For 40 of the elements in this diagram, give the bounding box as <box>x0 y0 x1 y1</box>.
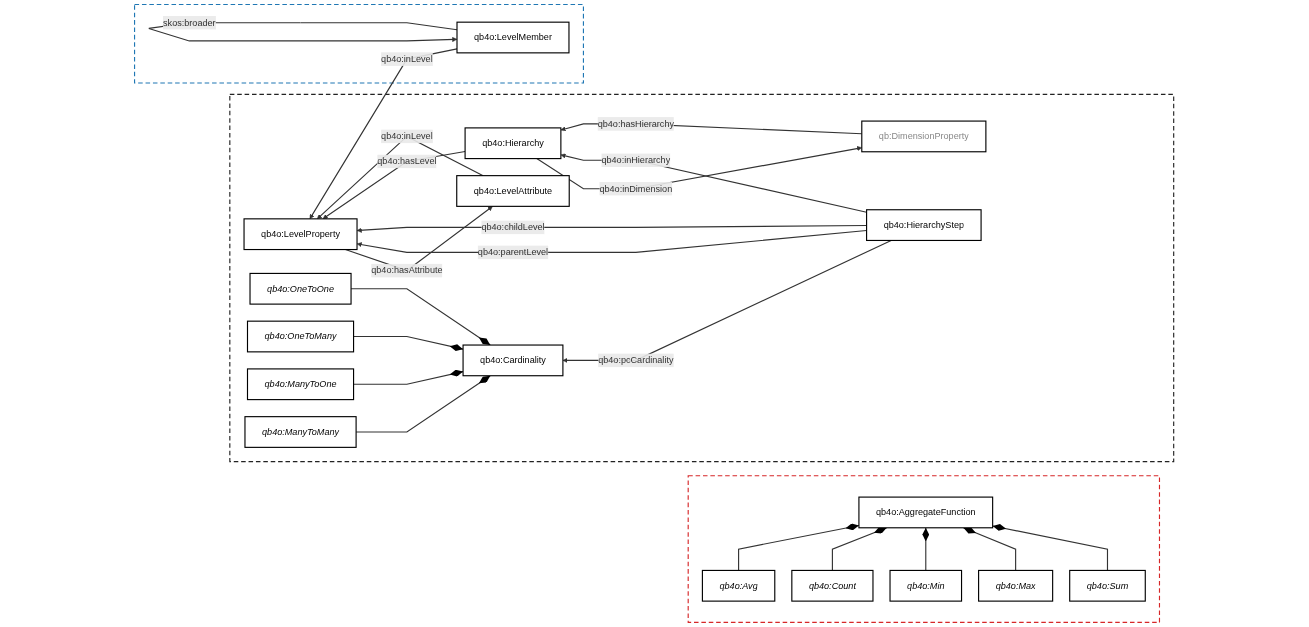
node-box: qb4o:Sum <box>1069 569 1147 602</box>
edge-label: qb4o:inLevel <box>381 54 434 64</box>
connector <box>992 523 1109 571</box>
connector <box>963 527 1017 571</box>
node-box: qb:DimensionProperty <box>861 120 987 153</box>
connector <box>738 523 860 571</box>
arrow <box>310 48 458 220</box>
cluster <box>229 93 1175 463</box>
node-box: qb4o:ManyToOne <box>247 368 355 401</box>
node-box: qb4o:Max <box>978 569 1054 602</box>
edge-label: qb4o:inLevel <box>381 131 434 141</box>
node-box: qb4o:ManyToMany <box>244 416 358 448</box>
edge-label: qb4o:parentLevel <box>478 247 549 257</box>
cluster <box>688 475 1161 623</box>
node-box: qb4o:Min <box>889 569 963 602</box>
edge-label: skos:broader <box>163 17 216 28</box>
node-box: qb4o:OneToMany <box>247 320 355 353</box>
node-box: qb4o:LevelAttribute <box>456 175 571 207</box>
edge-label: qb4o:pcCardinality <box>598 355 674 365</box>
node-box: qb4o:LevelProperty <box>243 218 358 251</box>
cluster <box>134 4 585 84</box>
node-box: qb4o:HierarchyStep <box>866 209 983 241</box>
node-box: qb4o:OneToOne <box>249 272 352 305</box>
edge-label: qb4o:hasAttribute <box>371 265 443 276</box>
node-box: qb4o:Count <box>791 569 874 602</box>
edge-label: qb4o:inDimension <box>599 183 673 194</box>
edge-label: qb4o:childLevel <box>481 222 545 232</box>
connector <box>832 527 888 571</box>
node-box: qb4o:Hierarchy <box>464 127 562 160</box>
node-box: qb4o:LevelMember <box>456 21 570 54</box>
connector <box>353 369 464 385</box>
edge-label: qb4o:hasLevel <box>377 156 437 166</box>
connector <box>353 335 464 351</box>
node-box: qb4o:Avg <box>702 569 776 602</box>
arrow <box>536 146 863 190</box>
node-box: qb4o:AggregateFunction <box>858 496 994 529</box>
node-box: qb4o:Cardinality <box>462 344 564 377</box>
edge-label: qb4o:hasHierarchy <box>598 118 675 129</box>
edge-label: qb4o:inHierarchy <box>601 155 671 165</box>
connector <box>922 527 930 571</box>
